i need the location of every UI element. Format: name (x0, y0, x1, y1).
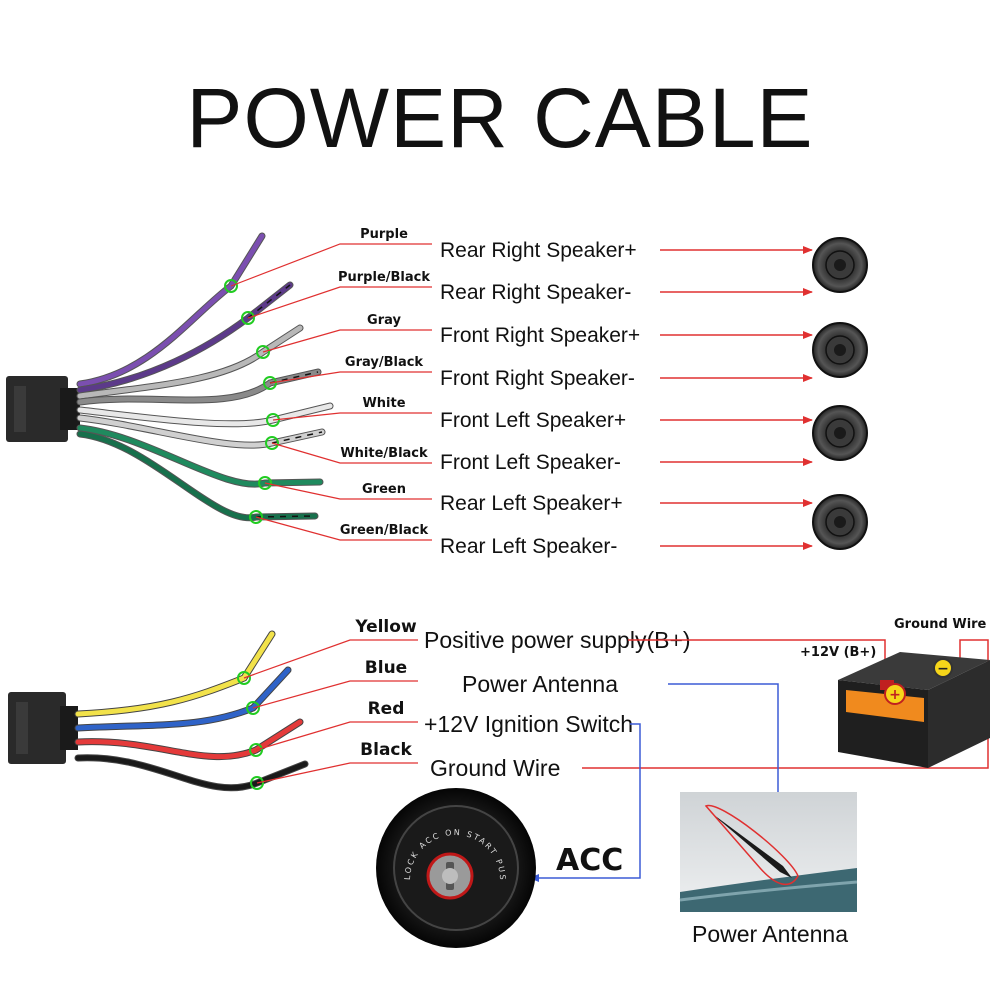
wire-function-label: Ground Wire (430, 755, 560, 781)
wire-joint-marker (266, 413, 280, 427)
speaker-wire-joints (224, 243, 432, 541)
wire-function-label: Power Antenna (462, 671, 618, 697)
power-connector-plug (8, 692, 78, 764)
power-wire (75, 631, 275, 717)
wire-joint-marker (265, 436, 279, 450)
wire-joint-marker (246, 701, 260, 715)
wire-function-label: Rear Right Speaker+ (440, 239, 637, 262)
speaker-wire (77, 282, 293, 393)
wire-leader-line (243, 639, 418, 679)
speaker-wire (77, 431, 318, 521)
speaker-arrows (660, 246, 813, 550)
wire-leader-line (269, 371, 432, 384)
power-wire-bundle (74, 630, 309, 792)
speaker-icon (812, 237, 868, 293)
wire-leader-line (255, 516, 432, 541)
speaker-wire (77, 233, 265, 387)
ignition-switch-icon (376, 788, 536, 948)
acc-label: ACC (556, 843, 623, 878)
wire-function-label: Front Left Speaker- (440, 451, 621, 474)
wire-function-label: +12V Ignition Switch (424, 711, 633, 737)
wire-joint-marker (256, 345, 270, 359)
wire-leader-line (230, 243, 432, 287)
battery-ground-label: Ground Wire (894, 617, 987, 632)
wire-stripe (271, 431, 323, 444)
battery-positive-terminal-icon (884, 683, 906, 705)
wire-joint-marker (224, 279, 238, 293)
wire-outline (74, 754, 309, 792)
wire-joint-marker (241, 311, 255, 325)
wire-leader-line (256, 762, 418, 784)
wire-function-label: Rear Left Speaker- (440, 535, 617, 558)
wire-leader-line (264, 482, 432, 500)
wire-joint-marker (249, 510, 263, 524)
wire-color-label: Blue (365, 658, 407, 678)
battery: + − (838, 652, 990, 768)
speaker-wire (77, 425, 323, 487)
wire-joint-marker (250, 776, 264, 790)
wire-color-label: Yellow (354, 617, 417, 637)
speaker-wire (77, 325, 303, 399)
speaker-wire (77, 369, 321, 405)
wire-function-label: Front Right Speaker+ (440, 324, 640, 347)
speaker-wire-bundle (76, 232, 334, 522)
battery-plus-label: +12V (B+) (800, 645, 876, 660)
svg-text:+: + (889, 687, 901, 703)
wire-leader-line (255, 721, 418, 751)
wire-leader-line (247, 286, 432, 319)
wire-color-label: White (362, 396, 405, 411)
power-wire-joints (237, 639, 418, 790)
speaker-icon (812, 405, 868, 461)
speaker-connector-plug (6, 376, 80, 442)
wire-stripe (247, 284, 291, 319)
power-wire (75, 755, 308, 791)
wire-stripe (269, 371, 319, 384)
antenna-photo (679, 792, 858, 912)
wire-joint-marker (258, 476, 272, 490)
speaker-icon (812, 494, 868, 550)
wire-color-label: Green/Black (340, 523, 429, 538)
wire-color-label: Black (360, 740, 412, 760)
wire-joint-marker (237, 671, 251, 685)
wire-color-label: White/Black (340, 446, 428, 461)
svg-text:−: − (937, 661, 949, 677)
wire-stripe (255, 515, 316, 518)
page-title: POWER CABLE (186, 71, 814, 165)
power-wire (75, 667, 291, 731)
wire-joint-marker (263, 376, 277, 390)
wire-joint-marker (249, 743, 263, 757)
wire-color-label: Gray (367, 313, 401, 328)
wire-function-label: Front Right Speaker- (440, 367, 635, 390)
antenna-caption: Power Antenna (692, 921, 848, 947)
wire-color-label: Purple/Black (338, 270, 430, 285)
speaker-icon (812, 322, 868, 378)
wire-leader-line (252, 680, 418, 709)
power-wire (75, 719, 303, 760)
wire-leader-line (271, 442, 432, 464)
wire-function-label: Rear Left Speaker+ (440, 492, 623, 515)
wire-color-label: Green (362, 482, 406, 497)
wire-color-label: Purple (360, 227, 408, 242)
speaker-wire (77, 415, 325, 448)
wire-color-label: Red (368, 699, 405, 719)
wire-function-label: Rear Right Speaker- (440, 281, 631, 304)
wire-leader-line (272, 412, 432, 421)
wire-leader-line (262, 329, 432, 353)
wire-color-label: Gray/Black (345, 355, 424, 370)
wire-function-label: Front Left Speaker+ (440, 409, 626, 432)
speaker-wire (77, 403, 333, 427)
battery-negative-terminal-icon (933, 658, 953, 678)
